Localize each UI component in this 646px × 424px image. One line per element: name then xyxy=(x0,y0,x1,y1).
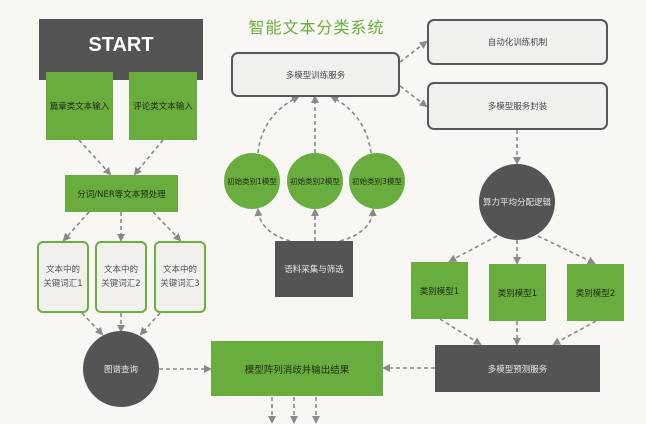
arrow-kw3-to-graph xyxy=(139,312,161,336)
arrow-train-to-auto xyxy=(399,40,428,63)
multi-predict-node: 多模型预测服务 xyxy=(435,345,600,392)
class-model-b-node: 类别模型1 xyxy=(489,264,546,321)
arrow-train-to-pack xyxy=(399,85,428,108)
arrow-article-to-preprocess xyxy=(78,139,112,176)
keyword-node-1: 文本中的关键词汇1 xyxy=(37,241,89,313)
arrow-cmc-to-predict xyxy=(552,320,597,345)
init-model-3-node: 初始类别3模型 xyxy=(349,153,405,209)
diagram-title: 智能文本分类系统 xyxy=(248,18,385,37)
multi-train-node: 多模型训练服务 xyxy=(231,52,400,97)
article-input-node: 篇章类文本输入 xyxy=(46,72,113,140)
class-model-c-node: 类别模型2 xyxy=(567,264,624,321)
graph-query-node: 图谱查询 xyxy=(83,331,159,407)
arrow-corpus-to-m3 xyxy=(339,208,377,242)
arrow-preprocess-to-kw3 xyxy=(152,211,182,242)
keyword-node-3: 文本中的关键词汇3 xyxy=(154,241,206,313)
comment-input-node: 评论类文本输入 xyxy=(129,72,197,140)
compute-alloc-node: 算力平均分配逻辑 xyxy=(479,164,555,240)
auto-train-node: 自动化训练机制 xyxy=(427,19,608,65)
arrow-compute-to-cma xyxy=(448,235,498,262)
arrow-m3-to-train xyxy=(330,96,372,154)
arrow-corpus-to-m1 xyxy=(254,208,291,242)
init-model-2-node: 初始类别2模型 xyxy=(287,153,343,209)
class-model-a-node: 类别模型1 xyxy=(411,262,468,319)
init-model-1-node: 初始类别1模型 xyxy=(224,153,280,209)
model-array-node: 模型阵列消歧并输出结果 xyxy=(211,341,383,396)
arrow-comment-to-preprocess xyxy=(133,139,164,176)
arrow-preprocess-to-kw1 xyxy=(62,211,90,242)
arrow-m1-to-train xyxy=(257,96,300,154)
keyword-node-2: 文本中的关键词汇2 xyxy=(95,241,147,313)
preprocess-node: 分词/NER等文本预处理 xyxy=(65,175,178,212)
service-pack-node: 多模型服务封装 xyxy=(427,82,608,130)
corpus-node: 语料采集与筛选 xyxy=(275,241,353,297)
arrow-compute-to-cmc xyxy=(537,235,596,264)
arrow-cma-to-predict xyxy=(439,318,482,346)
start-node: START xyxy=(39,19,203,80)
arrow-kw1-to-graph xyxy=(81,312,104,336)
